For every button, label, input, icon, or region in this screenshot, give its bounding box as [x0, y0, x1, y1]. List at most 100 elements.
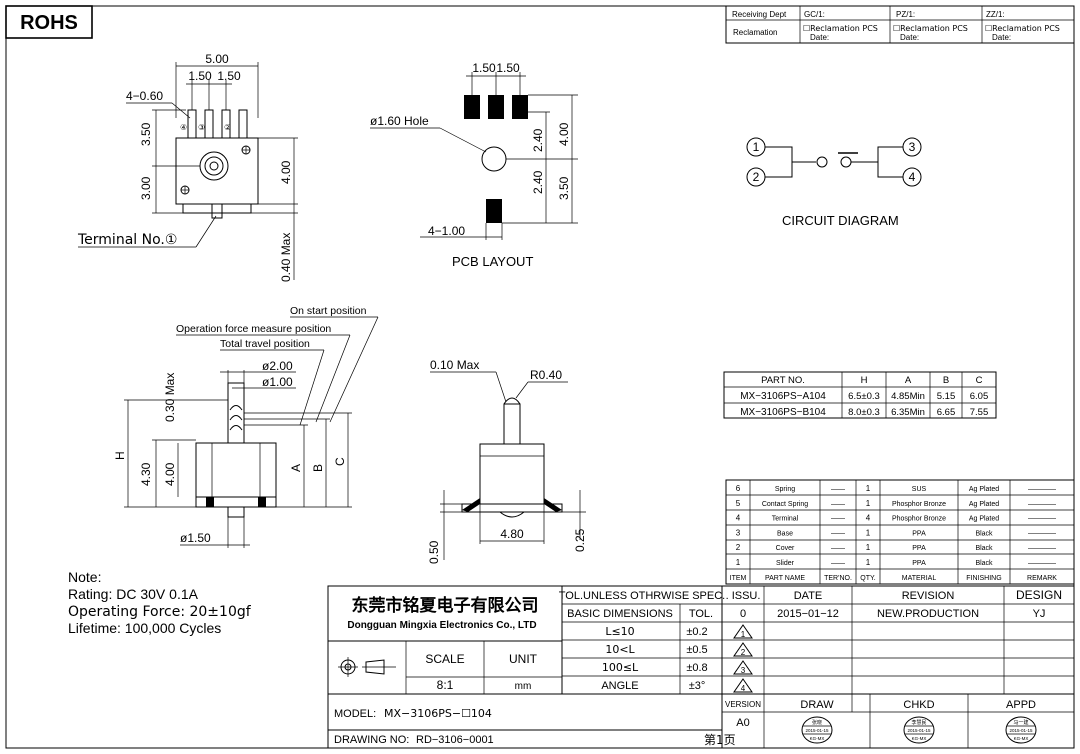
pcb-pad-3	[512, 95, 528, 119]
issue-revision: NEW.PRODUCTION	[877, 608, 979, 620]
dim-025: 0.25	[573, 528, 587, 552]
bom-row-3-ter: ——	[831, 516, 845, 523]
bom-row-1-part: Spring	[775, 486, 795, 493]
tol-row-1-val: ±0.2	[686, 626, 707, 638]
bom-header-remark: REMARK	[1027, 575, 1057, 582]
bom-row-2-ter: ——	[831, 501, 845, 508]
drawing-no-label: DRAWING NO:	[334, 734, 409, 746]
circuit-pin-1: 1	[753, 140, 760, 154]
bom-header-item: ITEM	[730, 575, 747, 582]
part-row-1-no: MX−3106PS−A104	[740, 391, 826, 402]
pcb-pitch-b: 1.50	[496, 61, 520, 75]
designer: YJ	[1033, 608, 1046, 620]
bom-row-5-ter: ——	[831, 545, 845, 552]
dim-d-pin: ø1.50	[180, 531, 211, 545]
dim-width-48: 4.80	[500, 527, 524, 541]
chkd-stamp-icon: 李慧民 2015-01-15 KG-MX	[903, 716, 935, 744]
part-row-2-no: MX−3106PS−B104	[740, 407, 826, 418]
bom-row-6-qty: 1	[866, 558, 871, 567]
dim-d-outer: ø2.00	[262, 359, 293, 373]
stamp-org-draw: KG-MX	[810, 736, 825, 741]
revision-header: REVISION	[902, 590, 955, 602]
bom-row-6-finishing: Black	[975, 560, 993, 567]
bom-row-1-remark: ————	[1028, 486, 1056, 493]
page-number: 第1页	[704, 733, 736, 747]
notes-title: Note:	[68, 569, 101, 585]
pcb-dim-3: 4.00	[557, 122, 571, 146]
tol-row-4-val: ±3°	[689, 680, 706, 692]
dim-height-lower: 3.00	[139, 176, 153, 200]
stamp-name-chkd: 李慧民	[911, 719, 926, 726]
dim-label-a: A	[289, 464, 303, 472]
unit-value: mm	[515, 681, 532, 692]
tol-title: TOL.UNLESS OTHRWISE SPEC.	[559, 590, 725, 602]
pcb-title: PCB LAYOUT	[452, 254, 533, 269]
bom-row-5-finishing: Black	[975, 545, 993, 552]
dim-pitch-a: 1.50	[188, 69, 212, 83]
pz-date: Date:	[900, 33, 919, 42]
side-view: On start position Operation force measur…	[113, 305, 379, 548]
bom-row-5-material: PPA	[912, 545, 926, 552]
rev-triangle-icon: 2	[733, 642, 753, 657]
bom-header-ter: TER'NO.	[824, 575, 852, 582]
tol-header: TOL.	[689, 608, 713, 620]
bom-row-2-remark: ————	[1028, 501, 1056, 508]
part-row-2-b: 6.65	[937, 407, 956, 418]
op-force-label: Operation force measure position	[176, 323, 331, 335]
pin-2-label: ②	[224, 123, 231, 132]
part-header-c: C	[976, 375, 983, 386]
rev-mark-3: 3	[741, 666, 746, 675]
stamp-name-appd: 马一建	[1013, 719, 1028, 726]
bom-row-2-part: Contact Spring	[762, 501, 808, 508]
side-body	[195, 442, 277, 498]
front-view: ④ ③ ② 5.00 1.50 1.50 4−0.60 3.50 3.00 4.…	[77, 52, 298, 282]
tol-row-3-val: ±0.8	[686, 662, 707, 674]
circuit-title: CIRCUIT DIAGRAM	[782, 213, 899, 228]
on-start-label: On start position	[290, 305, 367, 317]
bom-row-1-qty: 1	[866, 484, 871, 493]
tol-row-2-dim: 10<L	[605, 643, 635, 656]
pz-reclamation: ☐Reclamation PCS	[893, 24, 968, 33]
terminal-1-label: Terminal No.①	[77, 232, 177, 248]
bom-row-4-remark: ————	[1028, 530, 1056, 537]
dim-width-total: 5.00	[205, 52, 229, 66]
part-row-1-b: 5.15	[937, 391, 956, 402]
stamp-org-appd: KG-MX	[1014, 736, 1029, 741]
zz-date: Date:	[992, 33, 1011, 42]
pcb-pad-4	[486, 199, 502, 223]
stamp-name-draw: 张晓	[812, 719, 822, 726]
gc-label: GC/1:	[804, 10, 825, 19]
chkd-header: CHKD	[903, 699, 934, 711]
tol-row-4-dim: ANGLE	[601, 680, 638, 692]
circuit-diagram: 1 2 3 4 CIRCUIT DIAGRAM	[746, 137, 922, 228]
dim-d-inner: ø1.00	[262, 375, 293, 389]
receiving-dept-label: Receiving Dept	[732, 10, 787, 19]
pcb-pad-1	[464, 95, 480, 119]
pcb-pad-2	[488, 95, 504, 119]
receiving-table: Receiving Dept Reclamation GC/1: PZ/1: Z…	[725, 5, 1075, 44]
actuator	[227, 382, 245, 444]
rev-triangle-icon: 1	[733, 624, 753, 639]
bom-header-material: MATERIAL	[902, 575, 937, 582]
dim-max-2: 0.30 Max	[163, 373, 177, 422]
design-header: DESIGN	[1016, 588, 1062, 602]
issue-no: 0	[740, 608, 746, 620]
bom-row-1-material: SUS	[912, 486, 927, 493]
circuit-pin-3: 3	[909, 140, 916, 154]
bom-row-6-part: Slider	[776, 560, 795, 567]
date-header: DATE	[794, 590, 823, 602]
pcb-dim-2: 2.40	[531, 170, 545, 194]
bom-row-2-qty: 1	[866, 499, 871, 508]
bom-row-5-remark: ————	[1028, 545, 1056, 552]
bom-row-4-material: PPA	[912, 530, 926, 537]
rohs-label: ROHS	[20, 12, 78, 34]
bom-row-2-finishing: Ag Plated	[969, 501, 999, 508]
dim-height-upper: 3.50	[139, 122, 153, 146]
bom-row-5-qty: 1	[866, 543, 871, 552]
dim-height-a: 4.30	[139, 462, 153, 486]
rev-triangle-icon: 3	[733, 660, 753, 675]
bom-row-1-ter: ——	[831, 486, 845, 493]
title-block: 东莞市铭夏电子有限公司 Dongguan Mingxia Electronics…	[327, 585, 1075, 749]
